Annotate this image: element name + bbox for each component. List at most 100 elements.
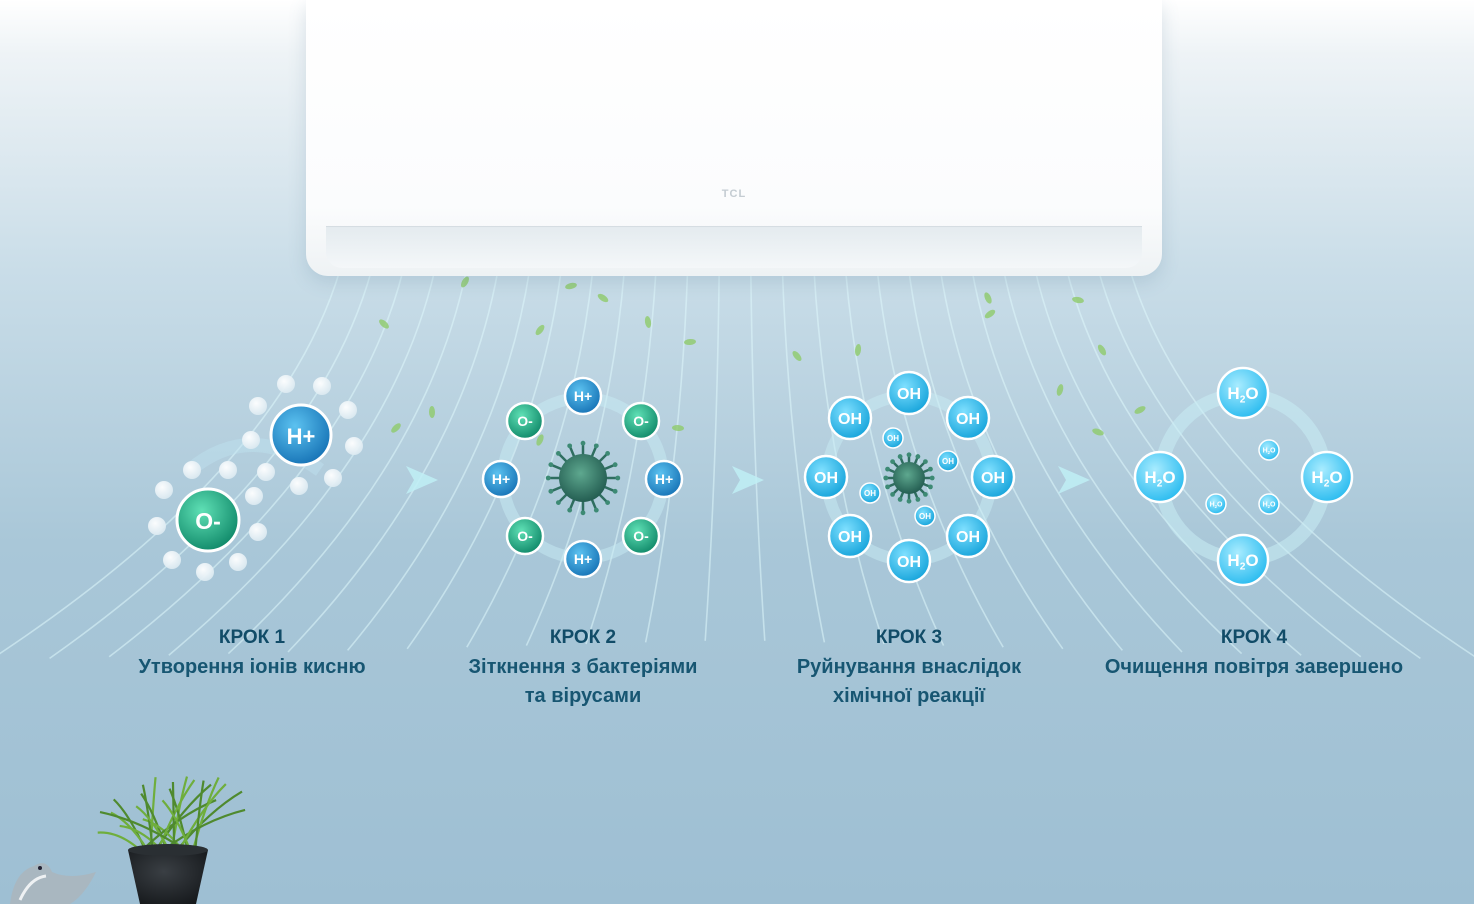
water-molecule: H2O — [1300, 450, 1354, 504]
ion-label: OH — [919, 512, 931, 521]
ion-label: H+ — [574, 388, 592, 404]
step-description: Утворення іонів кисню — [138, 656, 366, 678]
leaf-icon — [535, 324, 545, 336]
electron-dot — [155, 481, 173, 499]
ion-label: H2O — [1227, 551, 1258, 572]
step-description: Руйнування внаслідок — [796, 656, 1022, 678]
electron-dot — [313, 377, 331, 395]
h-plus-ion: H+ — [563, 376, 603, 416]
airflow-line — [704, 269, 720, 641]
electron-dot — [219, 461, 237, 479]
leaf-icon — [565, 282, 577, 290]
leaf-icon — [391, 423, 401, 433]
ion-label: OH — [981, 470, 1005, 487]
step-4-illustration: H2O H2O H2O H2O H2O H2O H2O — [1133, 366, 1354, 587]
h-plus-ion: H+ — [481, 459, 521, 499]
oh-radical: OH — [945, 395, 991, 441]
electron-dot — [249, 397, 267, 415]
leaf-icon — [1097, 344, 1107, 356]
airflow-line — [227, 269, 468, 655]
oh-radical-small: OH — [937, 450, 959, 472]
leaf-icon — [644, 316, 652, 328]
ac-vent-louver — [326, 226, 1142, 268]
oh-radical: OH — [886, 538, 932, 584]
ion-label: H+ — [492, 471, 510, 487]
grass-blade — [194, 780, 205, 851]
leaf-icon — [684, 338, 696, 346]
ion-label: O- — [633, 413, 649, 429]
arrow-icon — [1058, 466, 1090, 494]
h-plus-ion — [269, 403, 333, 467]
airflow-line — [844, 269, 945, 646]
ion-label: OH — [897, 386, 921, 403]
electron-dot — [324, 469, 342, 487]
leaf-icon — [984, 309, 996, 319]
electron-dots — [148, 375, 363, 581]
oh-radical: OH — [827, 395, 873, 441]
h-plus-ion: H+ — [563, 539, 603, 579]
ion-label: OH — [814, 470, 838, 487]
ion-label: H2O — [1210, 502, 1223, 509]
airflow-line — [287, 269, 499, 653]
electron-dot — [148, 517, 166, 535]
leaf-icon — [379, 319, 389, 329]
step-1-caption: КРОК 1 Утворення іонів кисню — [92, 623, 412, 682]
step-2-caption: КРОК 2 Зіткнення з бактеріями та вірусам… — [416, 623, 750, 711]
water-molecule: H2O — [1205, 493, 1227, 515]
water-molecule: H2O — [1216, 533, 1270, 587]
airflow-line — [168, 269, 436, 656]
brand-logo: TCL — [721, 188, 747, 200]
airflow-line — [939, 269, 1124, 651]
leaf-icon — [672, 424, 684, 432]
water-molecule: H2O — [1258, 439, 1280, 461]
step-title: КРОК 1 — [218, 627, 286, 648]
water-molecule: H2O — [1258, 493, 1280, 515]
airflow-lines — [0, 269, 1474, 660]
ion-label: H+ — [655, 471, 673, 487]
o-minus-ion — [175, 487, 241, 553]
airflow-line — [1034, 269, 1302, 656]
electron-dot — [290, 477, 308, 495]
oh-radical-small: OH — [882, 427, 904, 449]
ion-label: H+ — [287, 424, 316, 449]
electron-dot — [277, 375, 295, 393]
step-3-illustration: OH OH OH OH OH OH OH OH OH OH OH OH — [803, 370, 1016, 584]
electron-dot — [183, 461, 201, 479]
electron-dot — [345, 437, 363, 455]
airflow-line — [876, 269, 1004, 648]
airflow-line — [908, 269, 1064, 650]
oh-radical: OH — [827, 513, 873, 559]
leaf-icon — [1072, 296, 1084, 304]
leaf-icon — [461, 276, 469, 288]
water-molecule: H2O — [1216, 366, 1270, 420]
leaf-icon — [854, 344, 862, 356]
airflow-line — [585, 269, 657, 645]
electron-dot — [196, 563, 214, 581]
step-arrows — [406, 466, 1090, 494]
leaf-icon — [536, 434, 544, 446]
ion-label: O- — [517, 528, 533, 544]
leaf-icon — [597, 293, 609, 303]
step-description: Зіткнення з бактеріями — [468, 656, 698, 678]
ion-label: OH — [942, 457, 954, 466]
ion-label: H2O — [1263, 448, 1276, 455]
water-molecule: H2O — [1133, 450, 1187, 504]
electron-dot — [339, 401, 357, 419]
airflow-line — [1129, 269, 1474, 657]
ion-label: H2O — [1263, 502, 1276, 509]
ion-label: OH — [956, 411, 980, 428]
step-description-line-2: хімічної реакції — [832, 685, 986, 707]
airflow-line — [1097, 269, 1421, 660]
ion-label: OH — [864, 489, 876, 498]
arrow-icon — [406, 466, 438, 494]
virus-icon — [883, 452, 935, 504]
ion-label: OH — [838, 529, 862, 546]
electron-dot — [163, 551, 181, 569]
airflow-line — [750, 269, 766, 641]
airflow-line — [1002, 269, 1243, 655]
airflow-line — [108, 269, 404, 658]
airflow-line — [346, 269, 531, 651]
oh-radical: OH — [945, 513, 991, 559]
o-minus-ion: O- — [505, 516, 545, 556]
